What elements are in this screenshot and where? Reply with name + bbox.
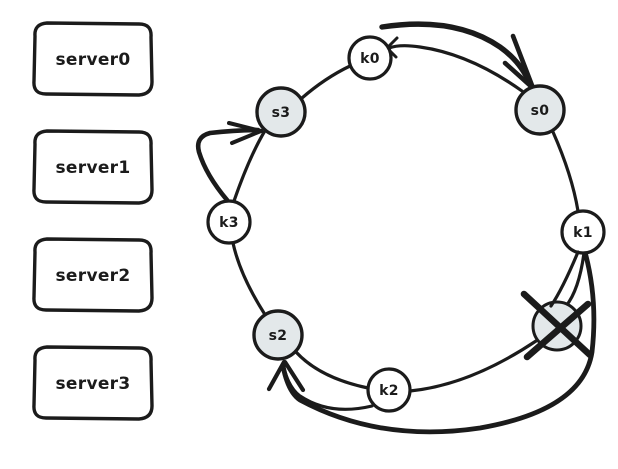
arrow-shaft [387,44,524,93]
ring-node-label: k3 [219,215,239,231]
server-list: server0 server1 server2 server3 [32,21,154,421]
arrow-head-lower [230,129,263,145]
arrow-shaft [379,21,533,87]
arrow-head-right [502,60,537,92]
server-box-server2[interactable]: server2 [32,237,154,313]
server-box-label: server2 [56,266,131,286]
x-cross-stroke-a [520,290,594,359]
ring-node-s2[interactable]: s2 [252,309,304,361]
arrow-k0-to-s0 [379,21,537,92]
arrow-k3-to-s3 [195,121,263,203]
ring-node-k3[interactable]: k3 [206,199,252,245]
ring-arc-k3-s3 [232,127,268,203]
ring-arc-s1-k2 [408,339,538,393]
arrow-head-upper [227,121,263,133]
ring-node-label: k2 [379,383,399,399]
ring-node-label: s3 [272,105,291,121]
ring-node-label: s2 [269,328,288,344]
ring-node-circle [206,199,252,245]
ring-arc-s0-k1 [551,130,580,213]
ring-node-k1[interactable]: k1 [560,209,606,255]
ring-node-s3[interactable]: s3 [255,86,307,138]
ring-node-circle [347,35,393,81]
server-box-shape [32,345,154,421]
ring-node-circle [366,367,412,413]
ring-key-nodes: k0 k1 k2 k3 [206,35,606,413]
arrow-shaft [195,127,261,203]
ring-node-s0[interactable]: s0 [514,84,566,136]
server-box-server1[interactable]: server1 [32,129,154,205]
ring-node-circle [252,309,304,361]
arrow-shaft [282,366,374,411]
arrow-head-right [282,359,306,393]
server-box-server3[interactable]: server3 [32,345,154,421]
ring-server-nodes: s0 s2 s3 [252,84,583,361]
arrow-head-left [510,33,536,91]
ring-arc-s2-k3 [231,241,266,315]
ring-node-label: k0 [360,51,380,67]
ring-node-circle [560,209,606,255]
server-box-server0[interactable]: server0 [32,21,154,97]
ring-arc-s3-k0 [300,64,352,100]
ring-node-k0[interactable]: k0 [347,35,393,81]
ring-node-label: k1 [573,225,593,241]
ring-node-k2[interactable]: k2 [366,367,412,413]
x-cross-stroke-b [523,300,592,361]
server-box-shape [32,129,154,205]
arrow-k2-to-s2 [282,366,374,411]
server-box-label: server0 [56,50,131,70]
server-box-label: server1 [56,158,131,178]
ring-node-circle [514,84,566,136]
arrow-head-left [266,359,287,392]
ring-node-circle [255,86,307,138]
ring-arc-k1-s1-tail [549,250,580,308]
server-box-label: server3 [56,374,131,394]
ring-node-label: s0 [531,103,550,119]
ring-arc-k1-tail [549,250,580,308]
arrow-k1-to-s2 [266,249,597,435]
x-cross-icon [520,290,594,361]
ring-arc-k2-s2 [294,350,370,390]
server-box-shape [32,237,154,313]
server-box-shape [32,21,154,97]
arrow-shaft [280,249,597,435]
